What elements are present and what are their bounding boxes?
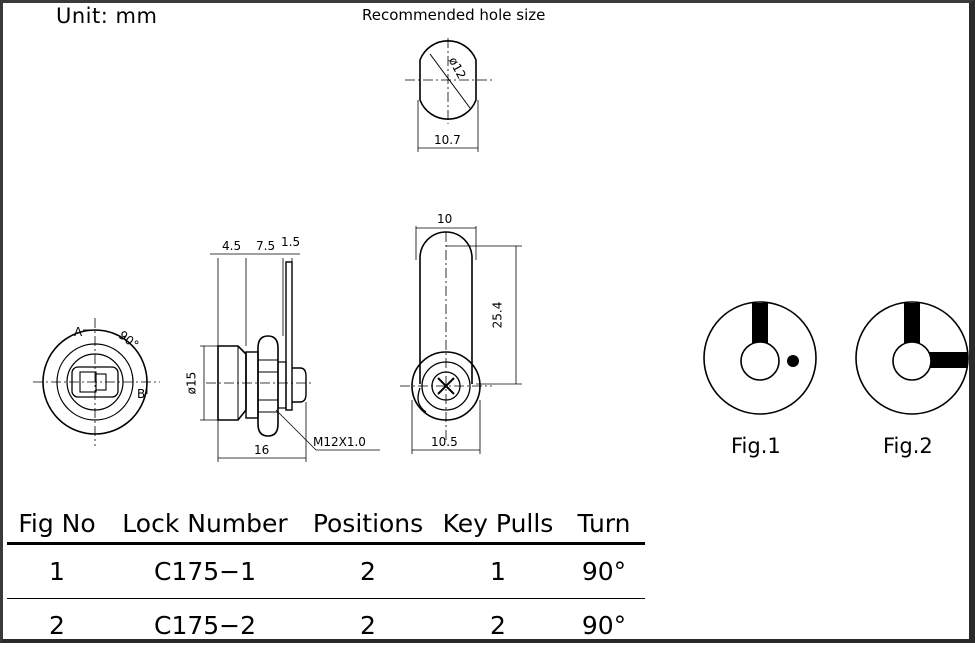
header-turn: Turn	[563, 504, 645, 544]
cell-positions: 2	[303, 599, 433, 652]
table-row: 1 C175−1 2 1 90°	[7, 544, 645, 599]
lock-spec-table: Fig No Lock Number Positions Key Pulls T…	[7, 504, 645, 652]
table-header-row: Fig No Lock Number Positions Key Pulls T…	[7, 504, 645, 544]
fig1-label: Fig.1	[731, 436, 781, 457]
hole-flat-label: 10.7	[434, 134, 461, 146]
table-row: 2 C175−2 2 2 90°	[7, 599, 645, 652]
cell-fig-no: 1	[7, 544, 107, 599]
front-view-drawing	[33, 318, 160, 446]
header-key-pulls: Key Pulls	[433, 504, 563, 544]
cell-lock-number: C175−2	[107, 599, 303, 652]
fig2-drawing	[856, 302, 968, 414]
rear-view-drawing	[400, 226, 522, 454]
point-a-label: A	[74, 326, 82, 338]
dim-10-5-label: 10.5	[431, 436, 458, 448]
dim-1-5-label: 1.5	[281, 236, 300, 248]
dim-25-4-label: 25.4	[491, 302, 503, 329]
cell-positions: 2	[303, 544, 433, 599]
cell-fig-no: 2	[7, 599, 107, 652]
header-positions: Positions	[303, 504, 433, 544]
fig2-label: Fig.2	[883, 436, 933, 457]
dim-4-5-label: 4.5	[222, 240, 241, 252]
point-b-label: B	[137, 388, 145, 400]
dim-16-label: 16	[254, 444, 269, 456]
cell-turn: 90°	[563, 544, 645, 599]
cell-lock-number: C175−1	[107, 544, 303, 599]
header-fig-no: Fig No	[7, 504, 107, 544]
dim-10-label: 10	[437, 213, 452, 225]
thread-label: M12X1.0	[313, 436, 366, 448]
cell-key-pulls: 2	[433, 599, 563, 652]
fig1-drawing	[704, 302, 816, 414]
side-view-drawing	[200, 254, 380, 462]
cell-turn: 90°	[563, 599, 645, 652]
dim-7-5-label: 7.5	[256, 240, 275, 252]
cell-key-pulls: 1	[433, 544, 563, 599]
dim-15-label: ø15	[185, 372, 197, 395]
header-lock-number: Lock Number	[107, 504, 303, 544]
